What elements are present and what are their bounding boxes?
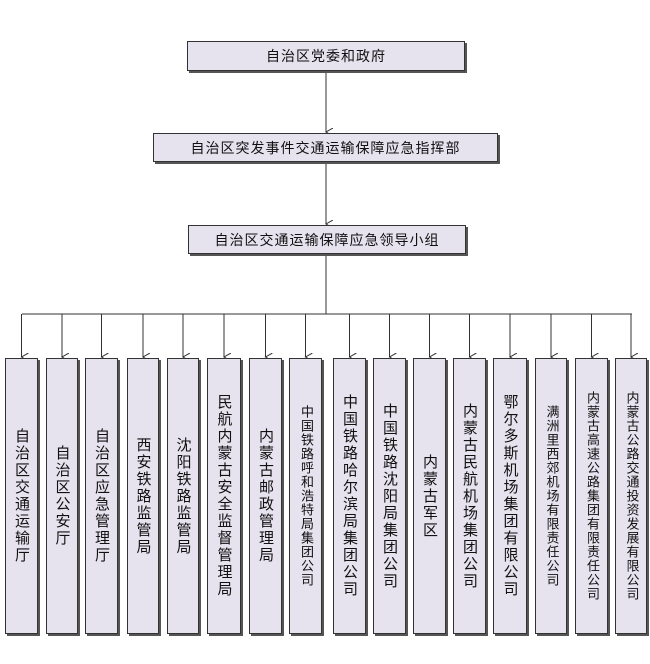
unit-label-16: 内蒙古公路交通投资发展有限公司 (623, 391, 639, 601)
unit-label-7: 内蒙古邮政管理局 (257, 428, 275, 564)
unit-box-8: 中国铁路呼和浩特局集团公司 (289, 358, 322, 634)
leading-group-label: 自治区交通运输保障应急领导小组 (214, 232, 440, 249)
unit-label-8: 中国铁路呼和浩特局集团公司 (298, 405, 313, 587)
unit-box-3: 自治区应急管理厅 (85, 358, 118, 634)
unit-label-11: 内蒙古军区 (421, 453, 439, 539)
unit-label-13: 鄂尔多斯机场集团有限公司 (501, 394, 520, 598)
unit-label-1: 自治区交通运输厅 (13, 428, 31, 564)
command-center-box: 自治区突发事件交通运输保障应急指挥部 (153, 133, 498, 162)
unit-box-10: 中国铁路沈阳局集团公司 (373, 358, 406, 634)
unit-box-2: 自治区公安厅 (46, 358, 78, 634)
unit-box-7: 内蒙古邮政管理局 (249, 358, 282, 634)
unit-box-16: 内蒙古公路交通投资发展有限公司 (615, 358, 647, 634)
unit-box-13: 鄂尔多斯机场集团有限公司 (493, 358, 527, 634)
unit-label-15: 内蒙古高速公路集团有限责任公司 (584, 391, 599, 601)
leading-group-box: 自治区交通运输保障应急领导小组 (188, 225, 466, 254)
unit-label-10: 中国铁路沈阳局集团公司 (381, 402, 399, 590)
unit-label-3: 自治区应急管理厅 (93, 428, 111, 564)
unit-box-4: 西安铁路监管局 (127, 358, 159, 634)
unit-box-12: 内蒙古民航机场集团公司 (453, 358, 486, 634)
unit-box-6: 民航内蒙古安全监督管理局 (207, 358, 241, 634)
unit-box-5: 沈阳铁路监管局 (167, 358, 199, 634)
unit-box-14: 满洲里西郊机场有限责任公司 (535, 358, 567, 634)
unit-label-6: 民航内蒙古安全监督管理局 (215, 394, 234, 598)
unit-label-14: 满洲里西郊机场有限责任公司 (543, 405, 559, 587)
party-government-box: 自治区党委和政府 (187, 41, 465, 71)
unit-label-12: 内蒙古民航机场集团公司 (461, 402, 479, 590)
unit-box-15: 内蒙古高速公路集团有限责任公司 (575, 358, 608, 634)
party-government-label: 自治区党委和政府 (266, 49, 386, 65)
command-center-label: 自治区突发事件交通运输保障应急指挥部 (190, 140, 461, 157)
unit-box-11: 内蒙古军区 (413, 358, 446, 634)
unit-label-2: 自治区公安厅 (53, 445, 72, 547)
unit-box-1: 自治区交通运输厅 (5, 358, 38, 634)
unit-box-9: 中国铁路哈尔滨局集团公司 (333, 358, 366, 634)
unit-label-5: 沈阳铁路监管局 (174, 436, 193, 556)
unit-label-9: 中国铁路哈尔滨局集团公司 (341, 394, 359, 598)
unit-label-4: 西安铁路监管局 (134, 436, 153, 556)
